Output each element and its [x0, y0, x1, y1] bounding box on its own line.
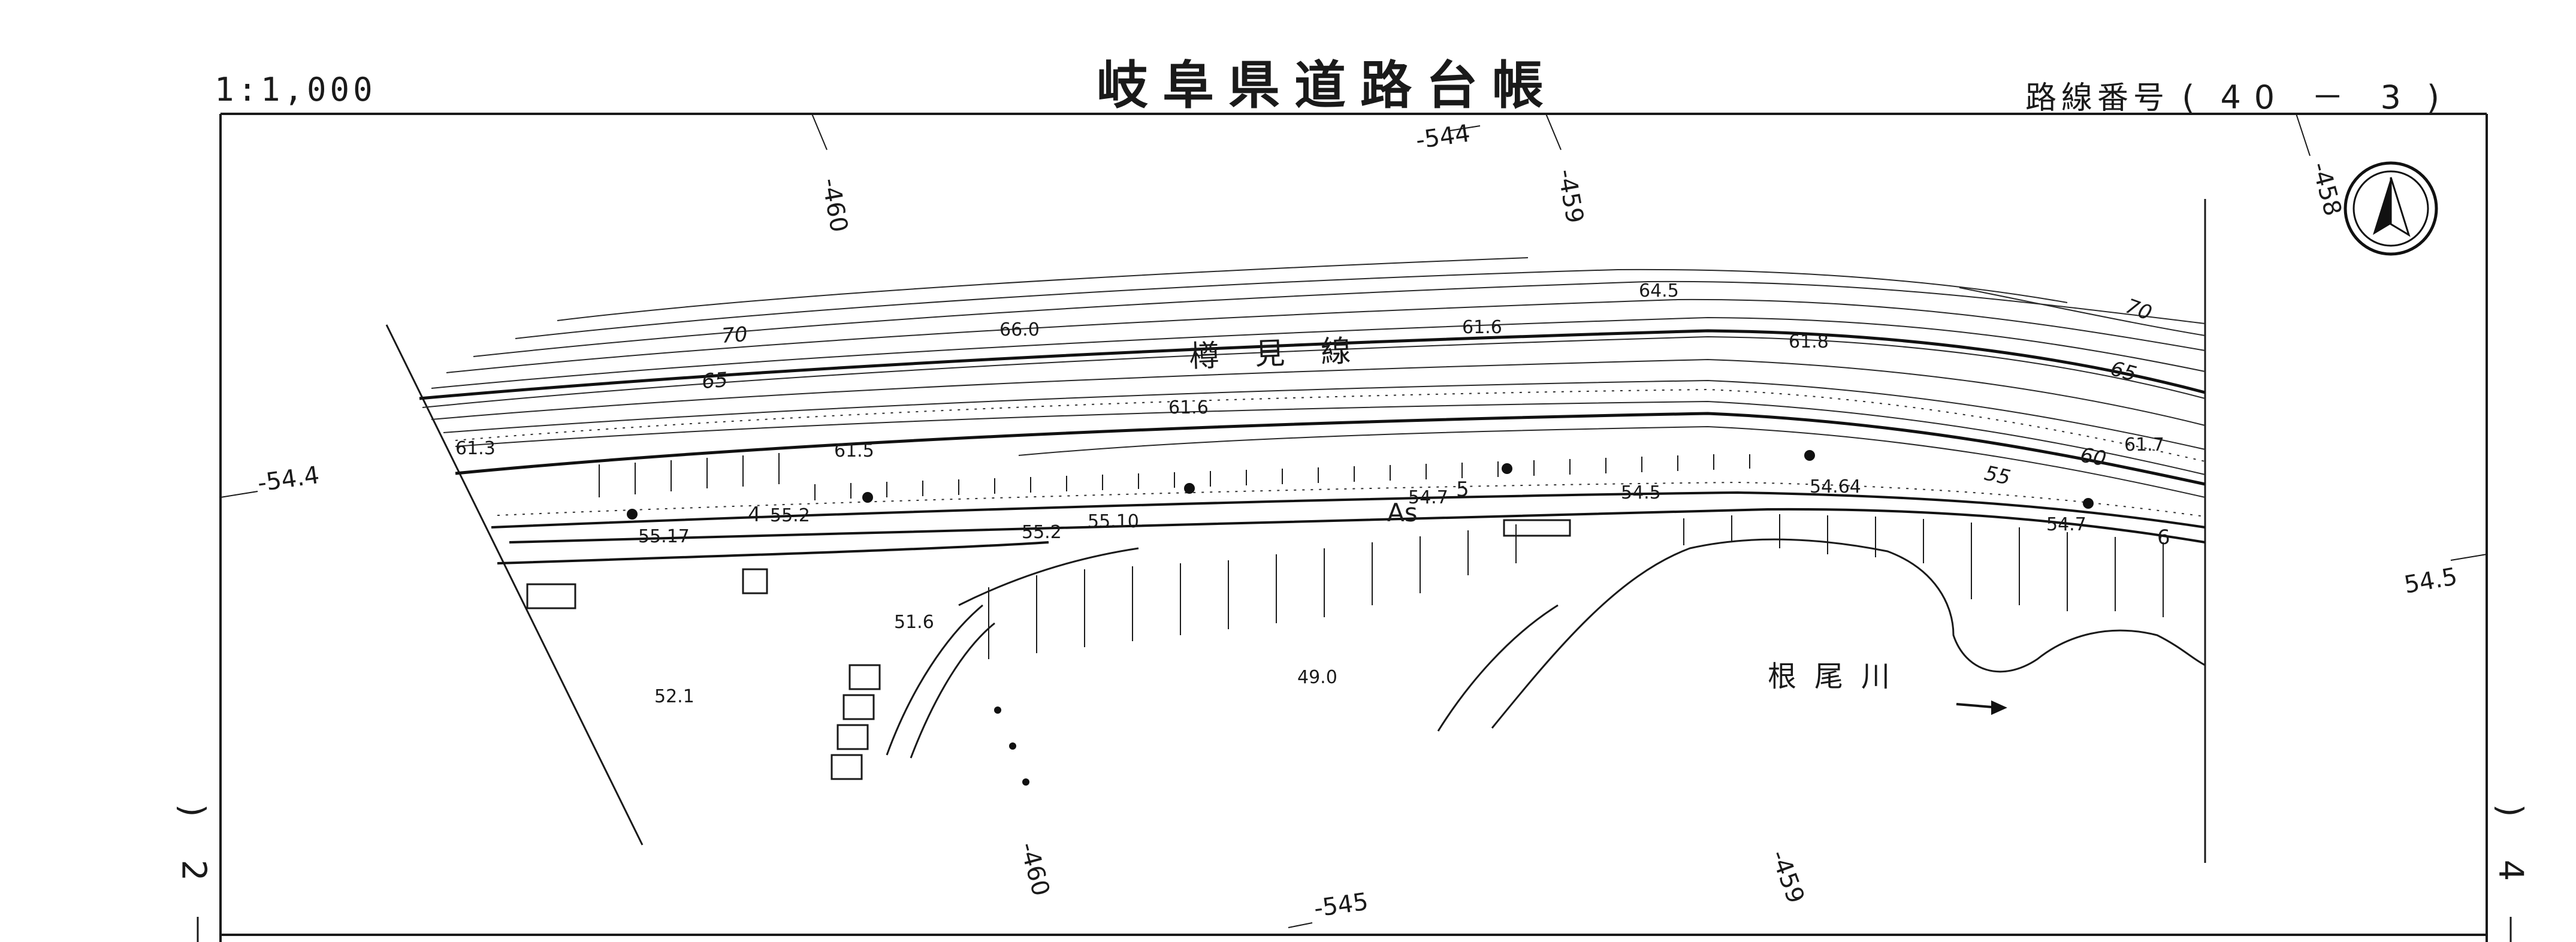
elev-61-5: 61.5 [834, 440, 874, 461]
elev-61-7: 61.7 [2124, 434, 2164, 455]
elev-52-1: 52.1 [654, 686, 694, 707]
contour-index-lines [419, 329, 2206, 486]
elev-54-64: 54.64 [1810, 476, 1861, 497]
grid-label-544: -544 [1414, 120, 1472, 155]
elev-61-6-lower: 61.6 [1168, 397, 1209, 418]
contour-70: 70 [721, 322, 748, 348]
elev-54-5: 54.5 [1621, 482, 1661, 503]
contour-60: 60 [2078, 443, 2108, 471]
grid-label-460: -460 [816, 176, 853, 234]
route-paren-close: ) [2427, 78, 2442, 116]
flow-arrow-icon [1956, 700, 2007, 715]
grid-label-458: -458 [2306, 159, 2347, 219]
elev-54-7-right: 54.7 [2046, 514, 2086, 535]
contour-55: 55 [1982, 461, 2013, 490]
contour-labels: 70 70 65 65 60 55 [701, 294, 2155, 490]
map-scale: 1:1,000 [215, 71, 376, 108]
grid-labels: -460 -460 -459 -459 -458 -544 -545 -54.4… [256, 120, 2459, 923]
elev-66-0: 66.0 [999, 319, 1040, 340]
sheet-boundaries [385, 199, 2206, 863]
road-dotted-lines [455, 388, 2206, 517]
contour-65: 65 [701, 368, 729, 394]
road-labels: 樽見線 As [1188, 333, 1417, 527]
grid-label-54-4: -54.4 [256, 461, 321, 497]
left-sheet-number: 2 [174, 859, 213, 881]
elev-51-6: 51.6 [894, 612, 934, 633]
elev-64-5: 64.5 [1639, 280, 1679, 301]
elev-61-3: 61.3 [455, 438, 496, 459]
route-number-value: 40 － 3 [2220, 78, 2414, 116]
elev-61-6: 61.6 [1462, 317, 1502, 338]
grid-label-459: -459 [1552, 167, 1589, 225]
width-5: 5 [1456, 478, 1469, 502]
left-sheet-paren: ) [173, 804, 212, 817]
north-arrow-icon [2344, 161, 2438, 256]
width-4: 4 [748, 503, 761, 527]
elev-61-8: 61.8 [1789, 331, 1829, 352]
elev-54-7: 54.7 [1408, 487, 1448, 508]
elev-55-10: 55.10 [1088, 511, 1139, 532]
river-bank [886, 538, 2206, 759]
elev-55-2: 55.2 [770, 505, 810, 526]
survey-points [627, 450, 2094, 786]
cut-marks [197, 917, 2512, 942]
road-edges [491, 491, 2206, 564]
elev-55-17: 55.17 [638, 526, 690, 547]
right-sheet-number: 4 [2491, 859, 2530, 881]
route-number-label: 路線番号 [2025, 80, 2170, 116]
width-markers: 4 5 6 [748, 478, 2170, 550]
grid-label-545: -545 [1312, 888, 1370, 923]
road-name: 樽見線 [1188, 333, 1387, 374]
route-paren-open: ( [2182, 78, 2197, 116]
spot-elevations: 61.3 66.0 61.6 61.6 64.5 61.8 61.7 61.5 … [455, 280, 2164, 707]
river-name: 根尾川 [1768, 660, 1908, 693]
elev-55-2-b: 55.2 [1022, 522, 1062, 543]
slope-hatching [599, 453, 2164, 659]
elev-49-0: 49.0 [1297, 667, 1337, 688]
route-number: 路線番号 ( 40 － 3 ) [2025, 71, 2442, 118]
map-frame [219, 113, 2488, 942]
contour-lines [422, 257, 2206, 498]
grid-label-54-5: 54.5 [2402, 563, 2460, 599]
width-6: 6 [2157, 526, 2170, 550]
grid-label-460-bottom: -460 [1014, 840, 1055, 899]
right-sheet-paren: ) [2490, 804, 2530, 817]
structures [526, 519, 1571, 780]
page-title: 岐阜県道路台帳 [1097, 56, 1558, 116]
pavement-type: As [1387, 498, 1418, 527]
grid-label-459-bottom: -459 [1765, 847, 1810, 907]
grid-ticks [220, 113, 2487, 928]
